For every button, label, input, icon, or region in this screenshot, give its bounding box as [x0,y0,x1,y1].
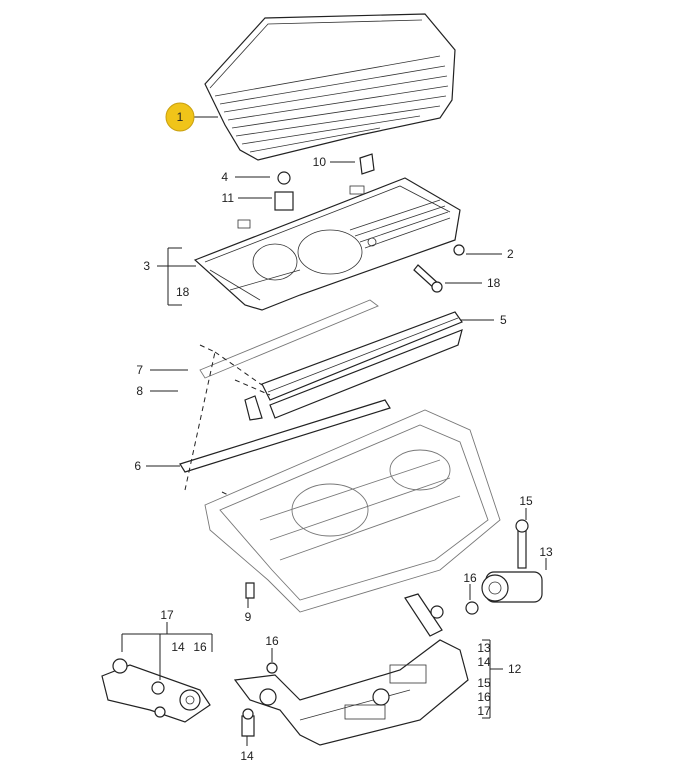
callout-16-motor: 16 [463,571,477,585]
callout-7: 7 [136,363,143,377]
lower-trim-part [179,395,391,473]
callout-13-group: 13 [477,641,491,655]
inner-frame-part [193,177,461,311]
callout-8: 8 [136,384,143,398]
callouts: 1 4 10 11 3 18 2 18 5 7 8 6 9 15 13 16 1… [134,102,553,763]
lever-assembly-part [233,593,469,746]
callout-12: 12 [508,662,522,676]
callout-15-group: 15 [477,676,491,690]
callout-17-top: 17 [160,608,174,622]
callout-14-group: 14 [477,655,491,669]
callout-18-left: 18 [176,285,190,299]
callout-16-group: 16 [477,690,491,704]
leader-lines [121,116,547,746]
callout-10: 10 [313,155,327,169]
callout-17-group: 17 [477,704,491,718]
callout-16-mid: 16 [265,634,279,648]
callout-5: 5 [500,313,507,327]
callout-3: 3 [143,259,150,273]
callout-15-top: 15 [519,494,533,508]
bracket-part [101,658,211,723]
callout-2: 2 [507,247,514,261]
callout-18-right: 18 [487,276,501,290]
callout-6: 6 [134,459,141,473]
callout-13-top: 13 [539,545,553,559]
callout-1: 1 [177,110,184,124]
callout-4: 4 [221,170,228,184]
hardware-top [274,153,465,293]
engine-lid-part [204,409,501,613]
wiper-motor-part [465,519,543,615]
callout-16-bracket: 16 [193,640,207,654]
upper-trim-part [199,299,463,419]
small-hardware-bottom [241,582,278,737]
callout-11: 11 [222,191,235,205]
callout-14-bottom: 14 [240,749,254,763]
callout-9: 9 [245,610,252,624]
callout-14-bracket: 14 [171,640,185,654]
grille-cover-part [204,13,456,161]
highlight-badge [165,102,195,132]
